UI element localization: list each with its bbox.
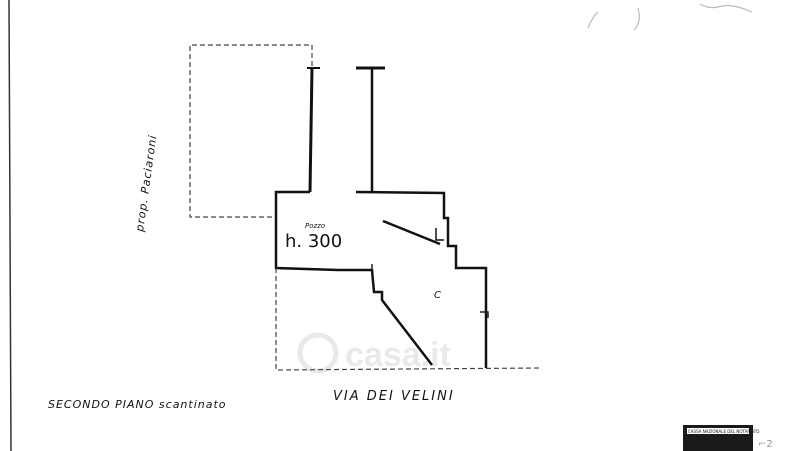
- watermark-text: casa.it: [345, 336, 451, 374]
- sheet-border-left: [8, 0, 12, 451]
- neighbor-label: prop. Paciaroni: [133, 134, 160, 234]
- stamp-text: CASSA NAZIONALE DEL NOTARIATO: [688, 429, 759, 434]
- notary-stamp: CASSA NAZIONALE DEL NOTARIATO ⌐2: [683, 425, 773, 451]
- neighbor-property-outline: [189, 44, 313, 218]
- door-mark: [371, 264, 489, 318]
- stamp-tail: ⌐2: [758, 439, 773, 450]
- height-label: h. 300: [285, 231, 342, 252]
- corner-scribble: [587, 3, 753, 31]
- watermark: casa.it: [297, 332, 451, 374]
- floor-caption: SECONDO PIANO scantinato: [48, 398, 227, 411]
- stamp-inner: [687, 428, 749, 434]
- watermark-logo-icon: [297, 332, 339, 374]
- stair-step: [435, 228, 444, 241]
- stair-diagonal: [382, 219, 441, 246]
- street-label: VIA DEI VELINI: [333, 389, 455, 404]
- wall-left-upper: [308, 67, 314, 193]
- front-boundary-dashed: [275, 268, 541, 371]
- room-letter: C: [434, 290, 441, 301]
- room-label-small: Pozzo: [305, 222, 325, 230]
